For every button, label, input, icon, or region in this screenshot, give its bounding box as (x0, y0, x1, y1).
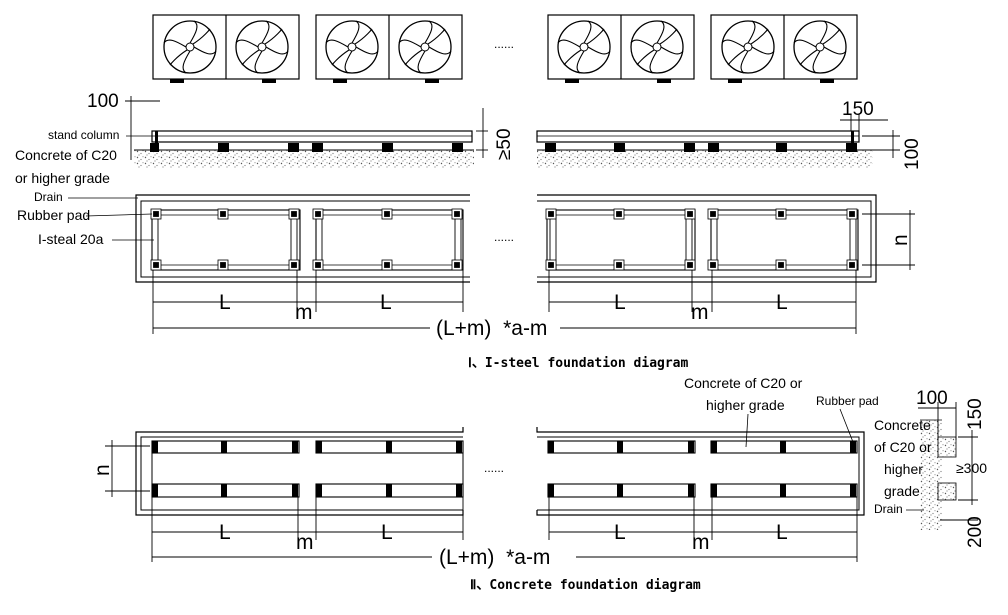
svg-text:100: 100 (902, 138, 923, 170)
dim-m-2b: m (692, 531, 710, 554)
dims-L-m-2 (151, 497, 858, 562)
svg-text:150: 150 (842, 99, 874, 120)
label-side-concrete-2: of C20 or (874, 439, 932, 455)
dim-m-2a: m (296, 531, 314, 554)
dim-150: 150 (840, 99, 888, 131)
ellipsis-plan: ...... (494, 230, 514, 244)
dim-100-right: 100 (862, 130, 923, 170)
svg-text:100: 100 (87, 91, 119, 112)
dim-L-1a: L (219, 291, 231, 314)
dim-L-2d: L (776, 521, 788, 544)
label-drain-1: Drain (34, 190, 63, 204)
label-concrete-2-line1: Concrete of C20 or (684, 375, 803, 391)
concrete-plan-right (536, 427, 865, 516)
side-view-right (536, 130, 873, 168)
dim-m-1a: m (295, 301, 313, 324)
dim-100-2: 100 (916, 388, 948, 409)
svg-text:≥50: ≥50 (494, 128, 515, 160)
caption-section-1: Ⅰ、I-steel foundation diagram (468, 356, 689, 371)
label-concrete-line1: Concrete of C20 (15, 147, 117, 163)
dim-L-2b: L (381, 521, 393, 544)
label-rubber-pad-2: Rubber pad (816, 394, 879, 408)
fan-unit-3 (547, 14, 695, 83)
dim-200-2: 200 (965, 516, 986, 548)
ellipsis-concrete: ...... (484, 461, 504, 475)
dim-150-2: 150 (965, 398, 986, 430)
dims-side-section (918, 402, 978, 521)
dim-L-1d: L (776, 291, 788, 314)
fan-unit-1 (152, 14, 300, 83)
label-stand-column: stand column (48, 128, 119, 142)
dim-L-1b: L (380, 291, 392, 314)
svg-text:n: n (889, 234, 912, 246)
ellipsis-fans: ...... (494, 37, 514, 51)
label-concrete-2-line2: higher grade (706, 397, 785, 413)
label-drain-2: Drain (874, 502, 903, 516)
label-side-concrete-3: higher (884, 461, 923, 477)
dim-m-1b: m (691, 301, 709, 324)
label-concrete-line2: or higher grade (15, 170, 110, 186)
caption-section-2: Ⅱ、Concrete foundation diagram (470, 578, 701, 593)
dim-total-2: (L+m) *a-m (439, 546, 550, 569)
dim-L-2a: L (219, 521, 231, 544)
label-i-steel: I-steal 20a (38, 231, 104, 247)
dim-300-2: ≥300 (956, 460, 987, 476)
svg-text:n: n (91, 464, 114, 476)
dim-ge-50: ≥50 (476, 108, 515, 160)
concrete-side-section (920, 419, 957, 530)
dim-L-1c: L (614, 291, 626, 314)
plan-view-right (537, 194, 877, 283)
label-rubber-pad-1: Rubber pad (17, 207, 90, 223)
fan-unit-4 (710, 14, 858, 83)
dim-L-2c: L (614, 521, 626, 544)
side-view-left (134, 130, 474, 168)
label-side-concrete-4: grade (884, 483, 920, 499)
dim-n-1: n (862, 210, 915, 270)
dims-L-m-1 (152, 270, 857, 334)
fan-unit-2 (315, 14, 463, 83)
plan-view-left (135, 194, 470, 283)
concrete-plan-left (135, 427, 464, 516)
label-side-concrete-1: Concrete (874, 417, 931, 433)
dim-n-2: n (91, 440, 150, 497)
dim-100-left: 100 (87, 91, 160, 160)
dim-total-1: (L+m) *a-m (436, 317, 547, 340)
